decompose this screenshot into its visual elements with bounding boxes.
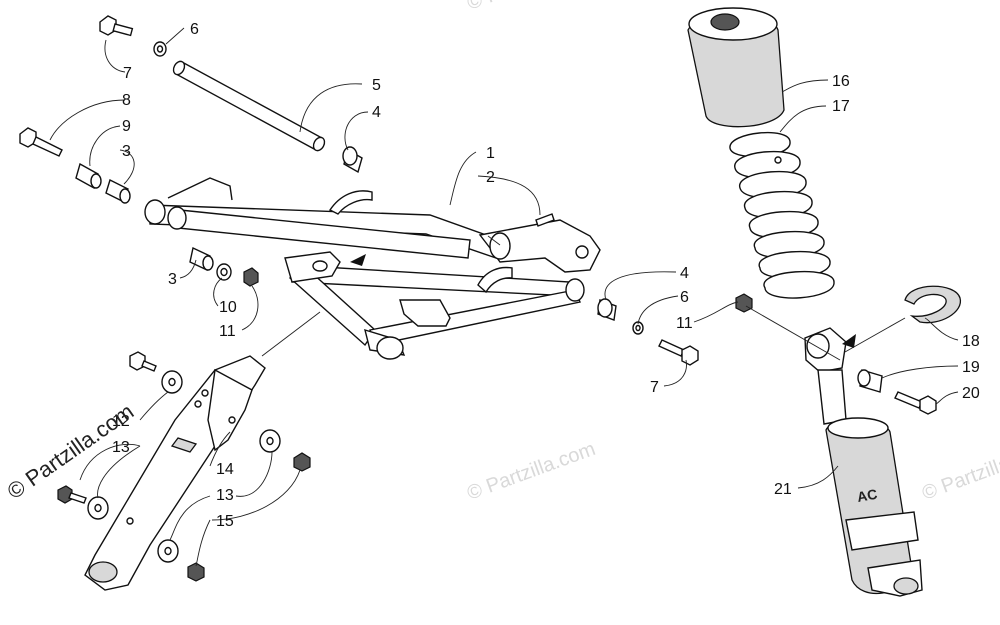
spring-17[interactable] xyxy=(729,131,835,299)
shock-brand-text: AC xyxy=(856,486,879,505)
callout-18: 18 xyxy=(962,333,980,350)
watermark-top: © Partzilla.com xyxy=(464,0,598,15)
nut-15-bottom[interactable] xyxy=(187,562,205,582)
callout-11-left: 11 xyxy=(219,323,236,340)
callout-8: 8 xyxy=(122,92,131,109)
watermark-right: © Partzilla.com xyxy=(919,438,1000,505)
watermark-center: © Partzilla.com xyxy=(464,438,598,505)
spacer-9[interactable] xyxy=(75,162,102,190)
callout-5: 5 xyxy=(372,77,381,94)
callout-6-right: 6 xyxy=(680,289,689,306)
spacer-19[interactable] xyxy=(857,369,883,393)
leader-lines xyxy=(49,27,959,567)
callout-12: 12 xyxy=(112,413,130,430)
bolt-12-top[interactable] xyxy=(129,351,157,372)
washer-13-top[interactable] xyxy=(161,370,183,394)
bolt-7-right[interactable] xyxy=(658,339,699,366)
callout-3-top: 3 xyxy=(122,143,131,160)
callout-17: 17 xyxy=(832,98,850,115)
callout-15: 15 xyxy=(216,513,234,530)
nut-11-right[interactable] xyxy=(735,293,753,313)
bolt-7-top[interactable] xyxy=(99,15,134,37)
callout-3-lower: 3 xyxy=(168,271,177,288)
callout-labels: 6 7 5 4 8 9 3 1 2 3 10 11 4 6 11 7 16 17… xyxy=(112,21,980,530)
bolt-12-bottom[interactable] xyxy=(57,485,87,504)
bushing-3-left[interactable] xyxy=(105,179,131,204)
shaft-5[interactable] xyxy=(171,59,326,152)
washer-13-mid[interactable] xyxy=(259,429,281,453)
callout-21: 21 xyxy=(774,481,792,498)
callout-16: 16 xyxy=(832,73,850,90)
washer-6-right[interactable] xyxy=(632,321,644,335)
swing-arm-assembly[interactable] xyxy=(144,177,601,360)
callout-4-right: 4 xyxy=(680,265,689,282)
callout-13-top: 13 xyxy=(112,439,130,456)
retainer-18[interactable] xyxy=(904,285,961,324)
callout-7-right: 7 xyxy=(650,379,659,396)
nut-11-left[interactable] xyxy=(243,267,259,287)
shock-absorber-21[interactable]: AC xyxy=(804,327,923,597)
limiter-strap-14[interactable] xyxy=(84,355,266,591)
callout-2: 2 xyxy=(486,169,495,186)
washer-13-lower[interactable] xyxy=(87,496,109,520)
callout-19: 19 xyxy=(962,359,980,376)
washer-6-top[interactable] xyxy=(153,41,167,57)
bolt-8[interactable] xyxy=(19,127,63,157)
bolt-20[interactable] xyxy=(894,391,937,415)
bushing-4-right[interactable] xyxy=(597,298,617,321)
callout-10: 10 xyxy=(219,299,237,316)
washer-13-bottom[interactable] xyxy=(157,539,179,563)
bushing-3-lower[interactable] xyxy=(189,246,214,272)
callout-14: 14 xyxy=(216,461,234,478)
callout-7-top: 7 xyxy=(123,65,132,82)
callout-20: 20 xyxy=(962,385,980,402)
boot-16[interactable] xyxy=(687,7,785,128)
callout-9: 9 xyxy=(122,118,131,135)
callout-4-top: 4 xyxy=(372,104,381,121)
callout-1: 1 xyxy=(486,145,495,162)
arrow-marker-shock xyxy=(842,334,856,348)
bushing-4-top[interactable] xyxy=(342,146,363,174)
washer-10[interactable] xyxy=(216,263,232,281)
nut-15-mid[interactable] xyxy=(293,452,311,472)
callout-11-right: 11 xyxy=(676,315,693,332)
callout-6-top: 6 xyxy=(190,21,199,38)
arrow-marker-arm xyxy=(350,254,366,266)
callout-13-bottom: 13 xyxy=(216,487,234,504)
